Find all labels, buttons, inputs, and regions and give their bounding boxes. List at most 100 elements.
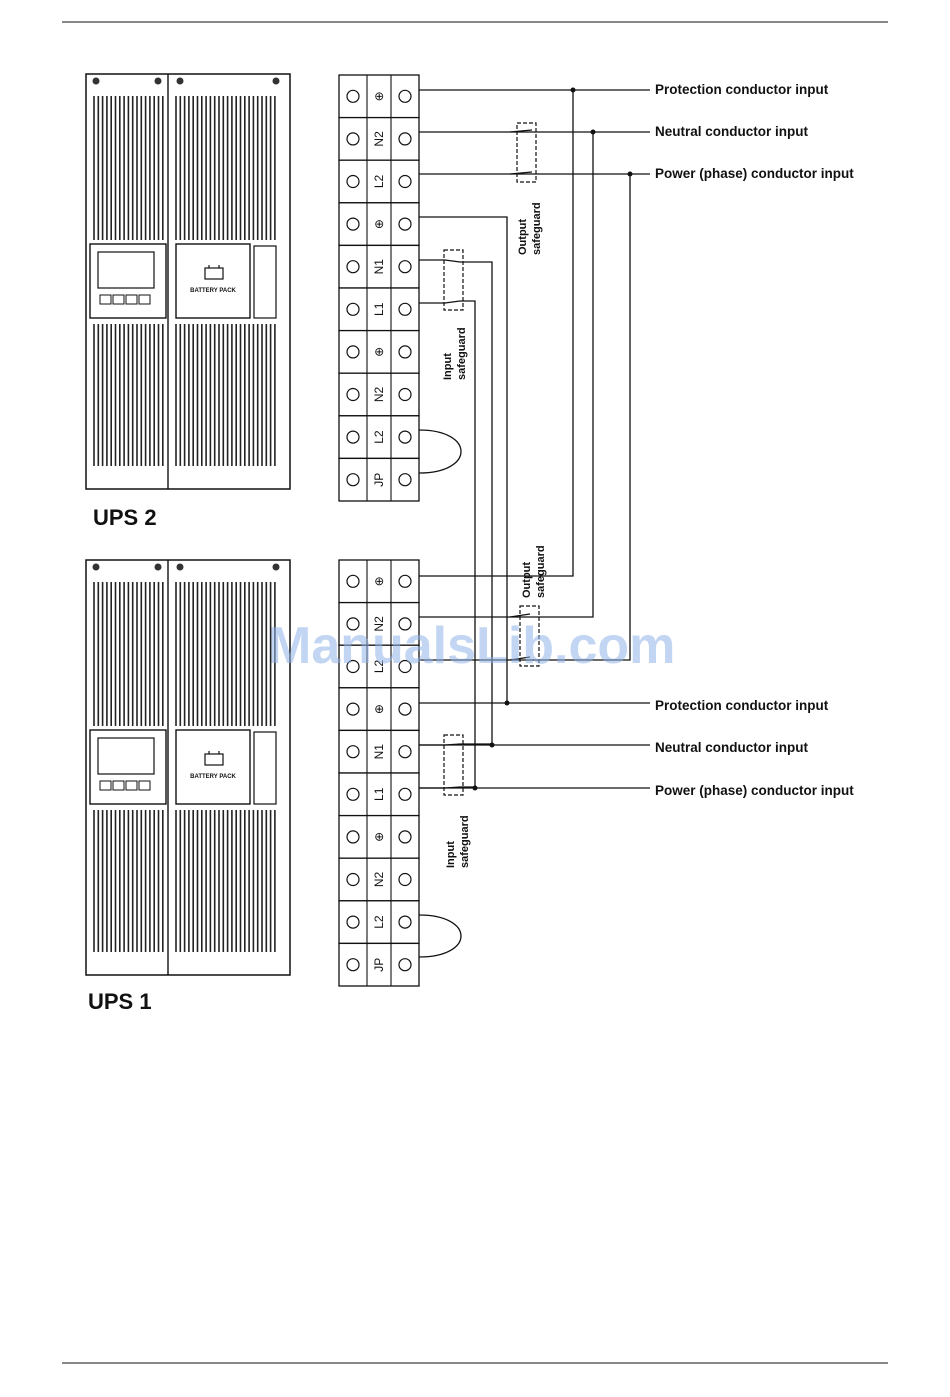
- panel-button: [138, 780, 151, 791]
- screw-icon: [176, 563, 184, 571]
- terminal-label: ⊕: [372, 219, 386, 229]
- terminal-label: L2: [372, 660, 386, 674]
- panel-button: [99, 780, 112, 791]
- wire-ups2-pe-out: [419, 216, 508, 703]
- terminal-screw-right: [398, 174, 412, 189]
- terminal-label: L2: [372, 175, 386, 189]
- terminal-row: L2: [338, 644, 420, 689]
- terminal-screw-left: [346, 830, 360, 844]
- wire-ups2-n1: [419, 259, 493, 745]
- terminal-row: L2: [338, 900, 420, 945]
- terminal-row: L1: [338, 772, 420, 817]
- battery-pack-label: BATTERY PACK: [190, 288, 236, 294]
- battery-icon: [204, 753, 224, 766]
- input-safeguard-label-bottom: Input safeguard: [445, 815, 471, 868]
- terminal-screw-left: [346, 659, 360, 674]
- svg-text:safeguard: safeguard: [456, 327, 468, 380]
- terminal-screw-left: [346, 915, 360, 929]
- junction-dots: [472, 87, 633, 791]
- terminal-screw-left: [346, 574, 360, 588]
- ups2-unit-drawing: BATTERY PACK: [85, 73, 291, 490]
- battery-pack-panel: [175, 729, 251, 805]
- label-phase-bottom: Power (phase) conductor input: [655, 783, 854, 798]
- wire-ups2-l1: [419, 300, 476, 788]
- terminal-screw-right: [398, 915, 412, 929]
- terminal-row: N2: [338, 372, 420, 417]
- terminal-row: N2: [338, 601, 420, 646]
- terminal-label: ⊕: [372, 832, 386, 842]
- terminal-screw-right: [398, 473, 412, 487]
- terminal-screw-left: [346, 473, 360, 487]
- terminal-label: N2: [372, 872, 386, 888]
- lcd-display: [97, 251, 155, 289]
- terminal-screw-right: [398, 302, 412, 316]
- terminal-row: N1: [338, 729, 420, 774]
- terminal-row: ⊕: [338, 202, 420, 247]
- screw-icon: [154, 563, 162, 571]
- svg-text:safeguard: safeguard: [535, 545, 547, 598]
- terminal-label: JP: [372, 958, 386, 972]
- battery-pack-label: BATTERY PACK: [190, 774, 236, 780]
- terminal-label: N1: [372, 744, 386, 760]
- terminal-screw-right: [398, 387, 412, 402]
- svg-text:safeguard: safeguard: [459, 815, 471, 868]
- panel-button: [125, 294, 138, 305]
- svg-text:Input: Input: [445, 841, 457, 868]
- terminal-screw-right: [398, 659, 412, 674]
- terminal-row: JP: [338, 942, 420, 987]
- terminal-screw-left: [346, 617, 360, 631]
- terminal-screw-right: [398, 872, 412, 887]
- ups2-label: UPS 2: [93, 505, 157, 530]
- terminal-row: N2: [338, 857, 420, 902]
- label-protection-bottom: Protection conductor input: [655, 698, 829, 713]
- label-neutral-bottom: Neutral conductor input: [655, 740, 809, 755]
- output-safeguard-label-top: Output safeguard: [517, 202, 543, 255]
- output-safeguard-box-bottom: [519, 605, 540, 667]
- terminal-label: ⊕: [372, 576, 386, 586]
- label-neutral-top: Neutral conductor input: [655, 124, 809, 139]
- terminal-row: ⊕: [338, 74, 420, 119]
- terminal-screw-right: [398, 958, 412, 972]
- output-safeguard-label-bottom: Output safeguard: [521, 545, 547, 598]
- panel-button: [99, 294, 112, 305]
- terminal-screw-right: [398, 702, 412, 716]
- terminal-screw-right: [398, 345, 412, 359]
- battery-icon: [204, 267, 224, 280]
- terminal-screw-right: [398, 260, 412, 274]
- terminal-label: L1: [372, 787, 386, 801]
- terminal-label: N2: [372, 387, 386, 403]
- terminal-screw-left: [346, 872, 360, 887]
- terminal-screw-right: [398, 830, 412, 844]
- screw-icon: [92, 563, 100, 571]
- wire-out-neutral: [419, 132, 594, 618]
- terminal-row: JP: [338, 457, 420, 502]
- terminal-screw-left: [346, 174, 360, 189]
- output-safeguard-box-top: [516, 122, 537, 183]
- svg-text:Input: Input: [442, 353, 454, 380]
- terminal-row: N1: [338, 244, 420, 289]
- terminal-screw-right: [398, 430, 412, 444]
- screw-icon: [154, 77, 162, 85]
- terminal-row: L2: [338, 415, 420, 460]
- watermark: ManualsLib.com: [268, 617, 675, 675]
- terminal-screw-left: [346, 745, 360, 759]
- terminal-row: L1: [338, 287, 420, 332]
- terminal-screw-left: [346, 702, 360, 716]
- terminal-screw-right: [398, 745, 412, 759]
- terminal-label: L2: [372, 430, 386, 444]
- terminal-label: N2: [372, 616, 386, 632]
- panel-button: [112, 780, 125, 791]
- terminal-screw-left: [346, 260, 360, 274]
- terminal-label: N2: [372, 131, 386, 147]
- safeguard-boxes: [443, 122, 540, 796]
- terminal-row: ⊕: [338, 559, 420, 604]
- jumper-ups1: [418, 914, 462, 958]
- terminal-row: L2: [338, 159, 420, 204]
- svg-text:Output: Output: [521, 562, 533, 598]
- terminal-label: ⊕: [372, 347, 386, 357]
- wire-ups1-n1: [419, 743, 492, 746]
- svg-text:Output: Output: [517, 219, 529, 255]
- panel-button: [125, 780, 138, 791]
